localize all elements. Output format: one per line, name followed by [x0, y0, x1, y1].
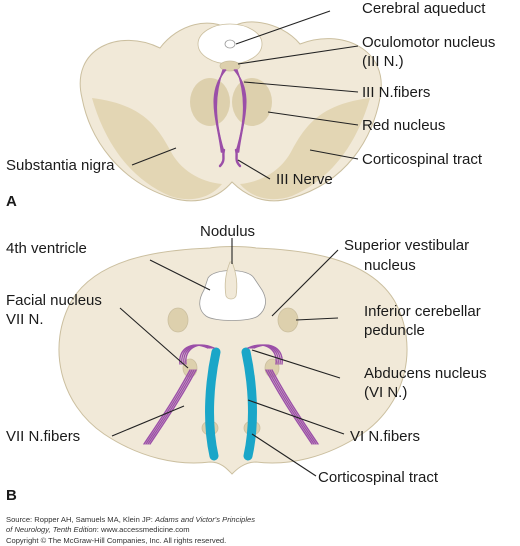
iii-nerve-exit-right: [234, 148, 242, 168]
vestibular-nucleus-right: [277, 307, 299, 333]
vii-fiber-strand: [147, 369, 195, 445]
panel-b-leaders: [111, 238, 345, 477]
corticospinal-highlight-left: [205, 347, 221, 461]
label-iii-nerve: III Nerve: [276, 171, 333, 188]
label-vii-fibers: VII N.fibers: [6, 428, 80, 445]
label-substantia-nigra: Substantia nigra: [6, 157, 115, 174]
vi-fiber-strand: [265, 369, 313, 445]
panel-letter-b: B: [6, 487, 17, 504]
leader-facial-nucleus: [119, 307, 189, 369]
substantia-nigra-region-right: [240, 98, 370, 200]
label-abducens-nucleus: Abducens nucleus: [364, 365, 487, 382]
label-fourth-ventricle: 4th ventricle: [6, 240, 87, 257]
leader-vii-fibers: [111, 405, 185, 437]
leader-inferior-cerebellar: [295, 317, 339, 321]
cerebral-aqueduct-shape: [224, 39, 236, 49]
label-inferior-cerebellar-sub: peduncle: [364, 322, 425, 339]
vi-fiber-strand: [271, 369, 319, 445]
source-line2-suffix: : www.accessmedicine.com: [96, 525, 190, 534]
pons-section: [58, 246, 408, 475]
iii-nerve-exit-left: [218, 148, 226, 168]
leader-abducens-nucleus: [251, 349, 341, 379]
source-line1-prefix: Source: Ropper AH, Samuels MA, Klein JP:: [6, 515, 155, 524]
vii-fiber-strand: [143, 369, 191, 445]
source-line-3: Copyright © The McGraw-Hill Companies, I…: [6, 536, 227, 545]
vestibular-nucleus-left: [167, 307, 189, 333]
vii-fiber-strand: [149, 369, 197, 445]
label-facial-nucleus: Facial nucleus: [6, 292, 102, 309]
label-oculomotor-nucleus-sub: (III N.): [362, 53, 404, 70]
source-line-2: of Neurology, Tenth Edition: www.accessm…: [6, 525, 190, 534]
label-superior-vestibular-sub: nucleus: [364, 257, 416, 274]
source-line2-title: of Neurology, Tenth Edition: [6, 525, 97, 534]
vii-fiber-strand: [145, 369, 193, 445]
leader-fourth-ventricle: [149, 259, 211, 291]
iii-nerve-fibers: [213, 69, 247, 168]
leader-corticospinal-b: [251, 433, 317, 477]
panel-letter-a: A: [6, 193, 17, 210]
vi-fiber-strand: [267, 369, 315, 445]
vi-fiber-strand: [269, 369, 317, 445]
source-line-1: Source: Ropper AH, Samuels MA, Klein JP:…: [6, 515, 255, 524]
label-facial-nucleus-sub: VII N.: [6, 311, 44, 328]
vii-fiber-loop-right: [253, 344, 283, 365]
leader-superior-vestibular: [271, 249, 339, 317]
leader-substantia-nigra: [131, 147, 177, 166]
leader-red-nucleus: [267, 111, 359, 126]
panel-a-leaders: [131, 10, 359, 180]
label-iii-fibers: III N.fibers: [362, 84, 430, 101]
label-nodulus: Nodulus: [200, 223, 255, 240]
label-vi-fibers: VI N.fibers: [350, 428, 420, 445]
red-nucleus-left: [190, 78, 230, 126]
label-corticospinal-b: Corticospinal tract: [318, 469, 439, 486]
leader-iii-nerve: [237, 159, 271, 180]
iii-fiber-strand: [213, 69, 227, 153]
label-corticospinal-a: Corticospinal tract: [362, 151, 483, 168]
substantia-nigra-region: [92, 98, 222, 200]
leader-cerebral-aqueduct: [235, 10, 331, 45]
panel-b-pons: [58, 246, 408, 475]
label-red-nucleus: Red nucleus: [362, 117, 445, 134]
nodulus-shape: [224, 261, 238, 300]
iii-fiber-strand: [233, 69, 247, 153]
leader-iii-fibers: [243, 81, 359, 93]
red-nucleus-right: [232, 78, 272, 126]
source-line1-title: Adams and Victor's Principles: [155, 515, 256, 524]
label-inferior-cerebellar: Inferior cerebellar: [364, 303, 481, 320]
leader-corticospinal-a: [309, 149, 359, 160]
label-superior-vestibular: Superior vestibular: [344, 237, 469, 254]
oculomotor-nucleus-shape: [219, 60, 241, 72]
label-oculomotor-nucleus: Oculomotor nucleus: [362, 34, 495, 51]
leader-oculomotor-nucleus: [237, 45, 359, 65]
leader-vi-fibers: [247, 399, 345, 435]
label-cerebral-aqueduct: Cerebral aqueduct: [362, 0, 486, 17]
label-abducens-nucleus-sub: (VI N.): [364, 384, 407, 401]
